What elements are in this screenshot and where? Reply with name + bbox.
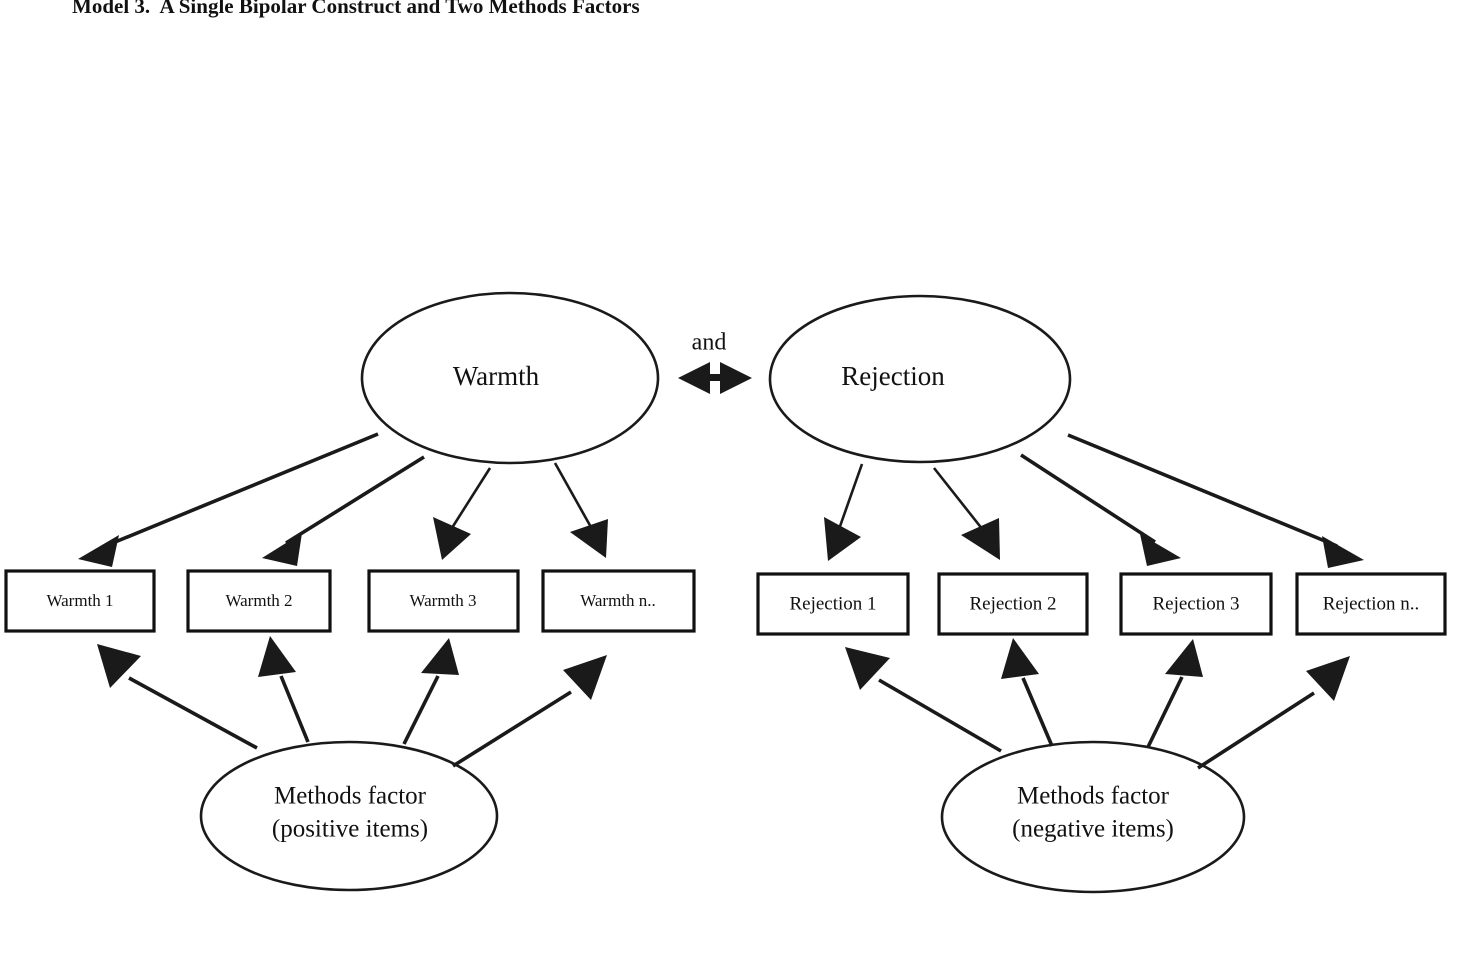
warmth-2-box-shape [186,569,332,633]
relation-label: and [692,330,727,356]
rejection-n-label: Rejection n.. [1323,593,1420,614]
warmth-ellipse-shape [360,291,660,465]
methods-positive-label-line1: Methods factor [274,783,427,810]
indicator-box-warmth-1[interactable]: Warmth 1 [4,569,156,633]
warmth-label: Warmth [453,361,540,391]
relation-and-connector: and [678,330,752,394]
edge-warmth-to-warmth-1 [78,432,379,567]
rejection-label: Rejection [841,361,945,391]
edge-warmth-to-warmth-n [553,462,608,558]
edge-methods-negative-to-rejection-3 [1146,639,1203,748]
methods-factor-node-negative[interactable]: Methods factor (negative items) [940,740,1246,894]
indicator-box-warmth-2[interactable]: Warmth 2 [186,569,332,633]
rejection-3-box-shape [1119,572,1273,636]
rejection-n-box-shape [1295,572,1447,636]
edge-methods-positive-to-warmth-1 [97,644,258,750]
methods-positive-ellipse-shape [199,740,499,892]
indicator-box-rejection-1[interactable]: Rejection 1 [756,572,910,636]
rejection-1-label: Rejection 1 [789,593,876,614]
warmth-1-box-shape [4,569,156,633]
rejection-ellipse-shape [768,294,1072,464]
edge-rejection-to-rejection-3 [1020,453,1181,566]
construct-node-rejection[interactable]: Rejection [768,294,1072,464]
indicator-box-warmth-3[interactable]: Warmth 3 [367,569,520,633]
methods-negative-label-line2: (negative items) [1012,816,1174,843]
edge-rejection-to-rejection-n [1067,433,1364,568]
warmth-n-label: Warmth n.. [580,591,656,610]
methods-negative-label-line1: Methods factor [1017,783,1170,810]
indicator-box-rejection-n[interactable]: Rejection n.. [1295,572,1447,636]
rejection-2-label: Rejection 2 [969,593,1056,614]
edge-rejection-to-rejection-2 [932,467,1000,560]
methods-factor-node-positive[interactable]: Methods factor (positive items) [199,740,499,892]
indicator-box-rejection-3[interactable]: Rejection 3 [1119,572,1273,636]
indicator-box-rejection-2[interactable]: Rejection 2 [937,572,1089,636]
edge-methods-positive-to-warmth-3 [402,638,459,745]
methods-positive-label-line2: (positive items) [272,816,428,843]
warmth-3-label: Warmth 3 [409,591,476,610]
rejection-3-label: Rejection 3 [1152,593,1239,614]
rejection-1-box-shape [756,572,910,636]
methods-negative-ellipse-shape [940,740,1246,894]
edge-methods-positive-to-warmth-n [452,655,607,768]
indicator-box-warmth-n[interactable]: Warmth n.. [541,569,696,633]
warmth-3-box-shape [367,569,520,633]
edge-warmth-to-warmth-2 [262,455,425,566]
warmth-n-box-shape [541,569,696,633]
warmth-2-label: Warmth 2 [225,591,292,610]
warmth-1-label: Warmth 1 [46,591,113,610]
page-title: Model 3. A Single Bipolar Construct and … [72,0,640,18]
edge-methods-negative-to-rejection-2 [1001,638,1054,747]
edge-methods-negative-to-rejection-n [1197,656,1350,770]
edge-methods-positive-to-warmth-2 [258,636,310,743]
edge-rejection-to-rejection-1 [824,463,864,561]
rejection-2-box-shape [937,572,1089,636]
construct-node-warmth[interactable]: Warmth [360,291,660,465]
edge-warmth-to-warmth-3 [433,467,492,560]
double-headed-arrow-icon [678,362,752,394]
edge-methods-negative-to-rejection-1 [845,647,1002,753]
